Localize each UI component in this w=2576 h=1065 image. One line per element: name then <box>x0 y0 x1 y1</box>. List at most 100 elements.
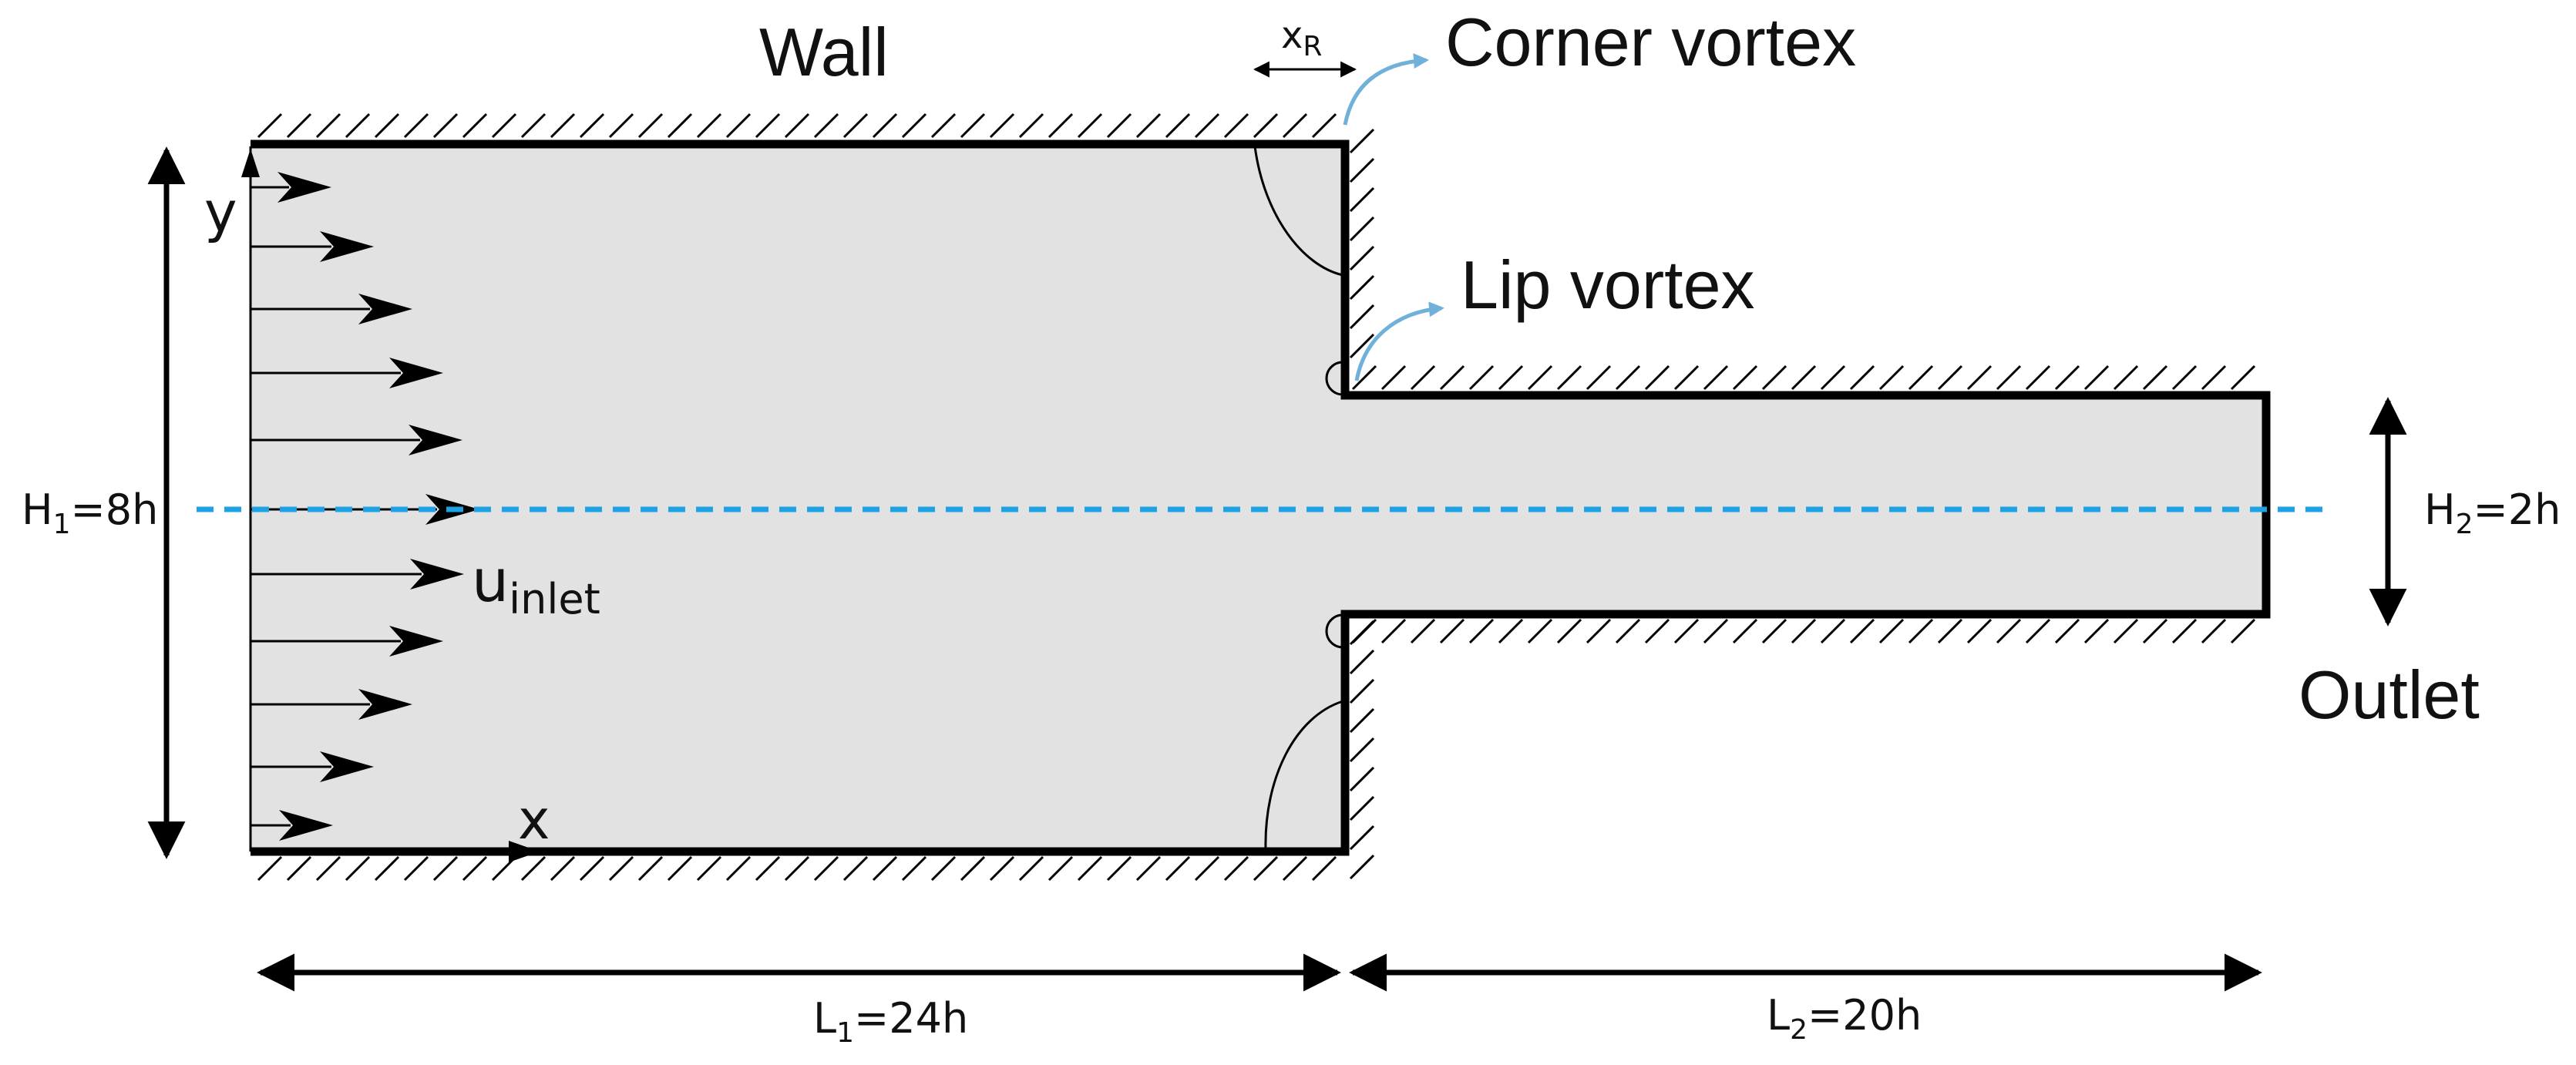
hatch-tick <box>403 113 429 139</box>
hatch-tick <box>1615 365 1641 391</box>
hatch-tick <box>1106 113 1132 139</box>
inlet-arrow-head <box>277 172 331 203</box>
hatch-tick <box>1966 365 1993 391</box>
hatch-tick <box>1253 113 1279 139</box>
hatch-tick <box>257 855 283 882</box>
hatch-tick <box>1761 365 1787 391</box>
hatch-tick <box>1468 618 1495 644</box>
hatch-tick <box>2083 365 2110 391</box>
y-axis-label: y <box>204 180 237 244</box>
hatch-tick <box>1077 113 1103 139</box>
hatch-tick <box>1135 855 1162 882</box>
inlet-arrow-head <box>389 358 443 388</box>
hatch-tick <box>1282 855 1308 882</box>
hatch-tick <box>784 113 810 139</box>
wall-hatching-top-wide <box>257 113 1337 139</box>
x-r-label: xR <box>1281 14 1322 62</box>
hatch-tick <box>432 113 459 139</box>
x-axis-label: x <box>518 788 550 852</box>
h2-label: H2=2h <box>2424 485 2561 540</box>
hatch-tick <box>579 113 605 139</box>
hatch-tick <box>1791 365 1817 391</box>
hatch-tick <box>1468 365 1495 391</box>
hatch-tick <box>1439 618 1465 644</box>
hatch-tick <box>1586 618 1612 644</box>
hatch-tick <box>520 855 546 882</box>
hatch-tick <box>1077 855 1103 882</box>
hatch-tick <box>1820 618 1846 644</box>
hatch-tick <box>1849 618 1875 644</box>
hatch-tick <box>1586 365 1612 391</box>
l2-label: L2=20h <box>1767 991 1922 1046</box>
hatch-tick <box>960 855 986 882</box>
hatch-tick <box>1311 113 1337 139</box>
inlet-velocity-profile <box>251 172 479 841</box>
hatch-tick <box>1908 365 1934 391</box>
hatch-tick <box>1673 618 1700 644</box>
hatch-tick <box>1937 365 1963 391</box>
hatch-tick <box>462 113 488 139</box>
hatch-tick <box>1106 855 1132 882</box>
hatch-tick <box>579 855 605 882</box>
hatch-tick <box>1018 855 1044 882</box>
hatch-tick <box>1527 365 1553 391</box>
hatch-tick <box>930 855 957 882</box>
hatch-tick <box>403 855 429 882</box>
hatch-tick <box>432 855 459 882</box>
hatch-tick <box>696 855 722 882</box>
hatch-tick <box>1349 186 1375 213</box>
hatch-tick <box>1349 707 1375 734</box>
hatch-tick <box>842 855 869 882</box>
hatch-tick <box>1937 618 1963 644</box>
hatch-tick <box>1380 618 1407 644</box>
channel-walls <box>251 139 2271 856</box>
hatch-tick <box>1165 855 1191 882</box>
hatch-tick <box>1849 365 1875 391</box>
lip-vortex-upper <box>1325 361 1343 396</box>
outlet-label: Outlet <box>2299 657 2480 733</box>
hatch-tick <box>608 855 634 882</box>
hatch-tick <box>1311 855 1337 882</box>
hatch-tick <box>930 113 957 139</box>
hatch-tick <box>696 113 722 139</box>
inlet-arrow-head <box>320 751 374 782</box>
hatch-tick <box>1048 113 1074 139</box>
wall-hatching-top-narrow <box>1351 365 2256 391</box>
hatch-tick <box>2113 618 2139 644</box>
hatch-tick <box>1349 216 1375 242</box>
hatch-tick <box>1351 618 1377 644</box>
h1-label: H1=8h <box>22 485 158 540</box>
hatch-tick <box>1349 304 1375 330</box>
hatch-tick <box>1820 365 1846 391</box>
hatch-tick <box>345 113 371 139</box>
hatch-tick <box>1703 365 1729 391</box>
hatch-tick <box>1048 855 1074 882</box>
hatch-tick <box>1349 245 1375 271</box>
hatch-tick <box>550 113 576 139</box>
hatch-tick <box>1223 113 1249 139</box>
hatch-tick <box>989 855 1015 882</box>
hatch-tick <box>374 113 400 139</box>
hatch-tick <box>1349 157 1375 183</box>
u-inlet-label: uinlet <box>472 546 600 623</box>
hatch-tick <box>1556 618 1582 644</box>
hatch-tick <box>1194 855 1220 882</box>
hatch-tick <box>784 855 810 882</box>
corner-vortex-callout-arrow <box>1343 53 1429 126</box>
hatch-tick <box>1349 678 1375 704</box>
wall-label: Wall <box>759 14 889 90</box>
hatch-tick <box>1018 113 1044 139</box>
hatch-tick <box>637 855 664 882</box>
hatch-tick <box>842 113 869 139</box>
hatch-tick <box>462 855 488 882</box>
hatch-tick <box>1615 618 1641 644</box>
hatch-tick <box>989 113 1015 139</box>
l1-label: L1=24h <box>813 994 968 1049</box>
hatch-tick <box>1349 854 1375 880</box>
wall-hatching-bottom-wide <box>257 855 1337 882</box>
hatch-tick <box>1410 618 1436 644</box>
hatch-tick <box>1351 365 1377 391</box>
hatch-tick <box>637 113 664 139</box>
inlet-arrow-head <box>358 294 412 324</box>
wall-hatching-step-upper <box>1349 128 1375 359</box>
